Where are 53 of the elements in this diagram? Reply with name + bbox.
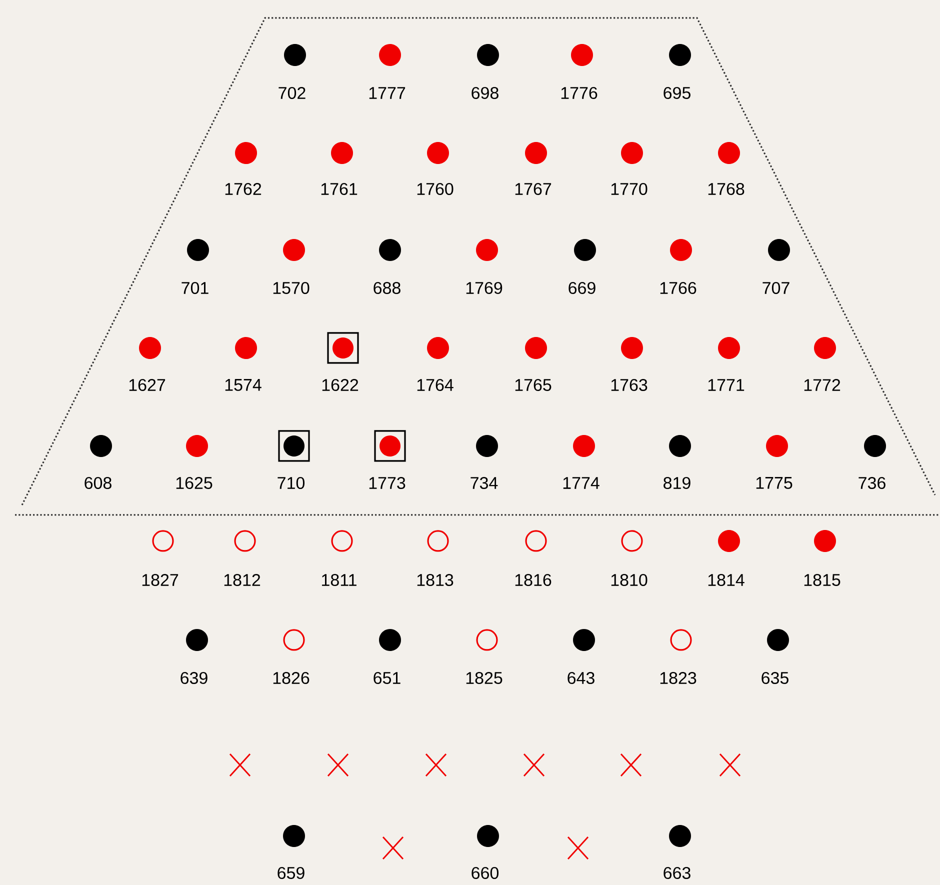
- seat-number: 1762: [225, 182, 262, 195]
- seat-number: 1810: [611, 574, 648, 586]
- seat-number: 1774: [563, 477, 600, 489]
- seat-number: 1816: [515, 574, 552, 586]
- seat-number: 1574: [225, 379, 262, 391]
- seat-number: 1775: [756, 477, 792, 489]
- seat-number: 1815: [804, 574, 840, 586]
- seat-number: 707: [762, 282, 790, 294]
- seat-number: 819: [664, 476, 690, 489]
- seat-number: 1776: [561, 86, 598, 99]
- seat-number: 734: [470, 476, 498, 489]
- seat-number: 1827: [142, 574, 178, 586]
- seat-number: 1766: [660, 282, 696, 294]
- seat-number: 701: [182, 282, 208, 294]
- seat-number: 736: [858, 476, 886, 489]
- seat-number: 1777: [369, 87, 406, 99]
- seat-number: 1627: [129, 378, 166, 391]
- seat-number: 1813: [417, 574, 454, 586]
- seat-number: 1625: [176, 476, 212, 489]
- seat-number: 1812: [224, 574, 260, 586]
- seat-number: 608: [84, 476, 112, 489]
- seat-number: 1764: [417, 378, 454, 391]
- seat-number: 1770: [611, 182, 648, 195]
- seat-number: 1768: [708, 182, 744, 195]
- seat-number: 660: [472, 866, 499, 879]
- seat-number: 1622: [322, 378, 358, 391]
- seat-number: 663: [664, 866, 690, 879]
- seat-number: 1825: [466, 672, 502, 684]
- seat-number: 698: [472, 86, 498, 99]
- seat-number: 659: [278, 866, 304, 879]
- seat-number: 1767: [515, 182, 552, 195]
- seat-number: 1823: [660, 672, 696, 684]
- seat-number: 639: [180, 672, 208, 684]
- seat-number: 1811: [322, 574, 356, 586]
- seat-number: 695: [664, 86, 690, 99]
- seat-number: 1826: [273, 672, 310, 684]
- seat-number: 1769: [466, 282, 502, 294]
- seat-number: 1773: [369, 476, 406, 489]
- seat-number: 688: [374, 282, 400, 294]
- seat-number: 1771: [708, 379, 744, 391]
- seat-number: 702: [278, 86, 306, 99]
- seat-number: 1763: [611, 378, 648, 391]
- seat-number: 710: [278, 476, 305, 489]
- seat-number: 635: [762, 672, 788, 684]
- seat-number: 669: [568, 282, 596, 294]
- seat-number: 643: [568, 672, 594, 684]
- seat-number: 1570: [273, 282, 310, 294]
- seat-number: 1765: [515, 378, 552, 391]
- seat-number: 1814: [708, 574, 744, 586]
- seat-number: 1760: [417, 182, 454, 195]
- seat-number: 651: [374, 672, 400, 684]
- seat-number: 1761: [321, 182, 358, 195]
- seat-number: 1772: [804, 379, 840, 391]
